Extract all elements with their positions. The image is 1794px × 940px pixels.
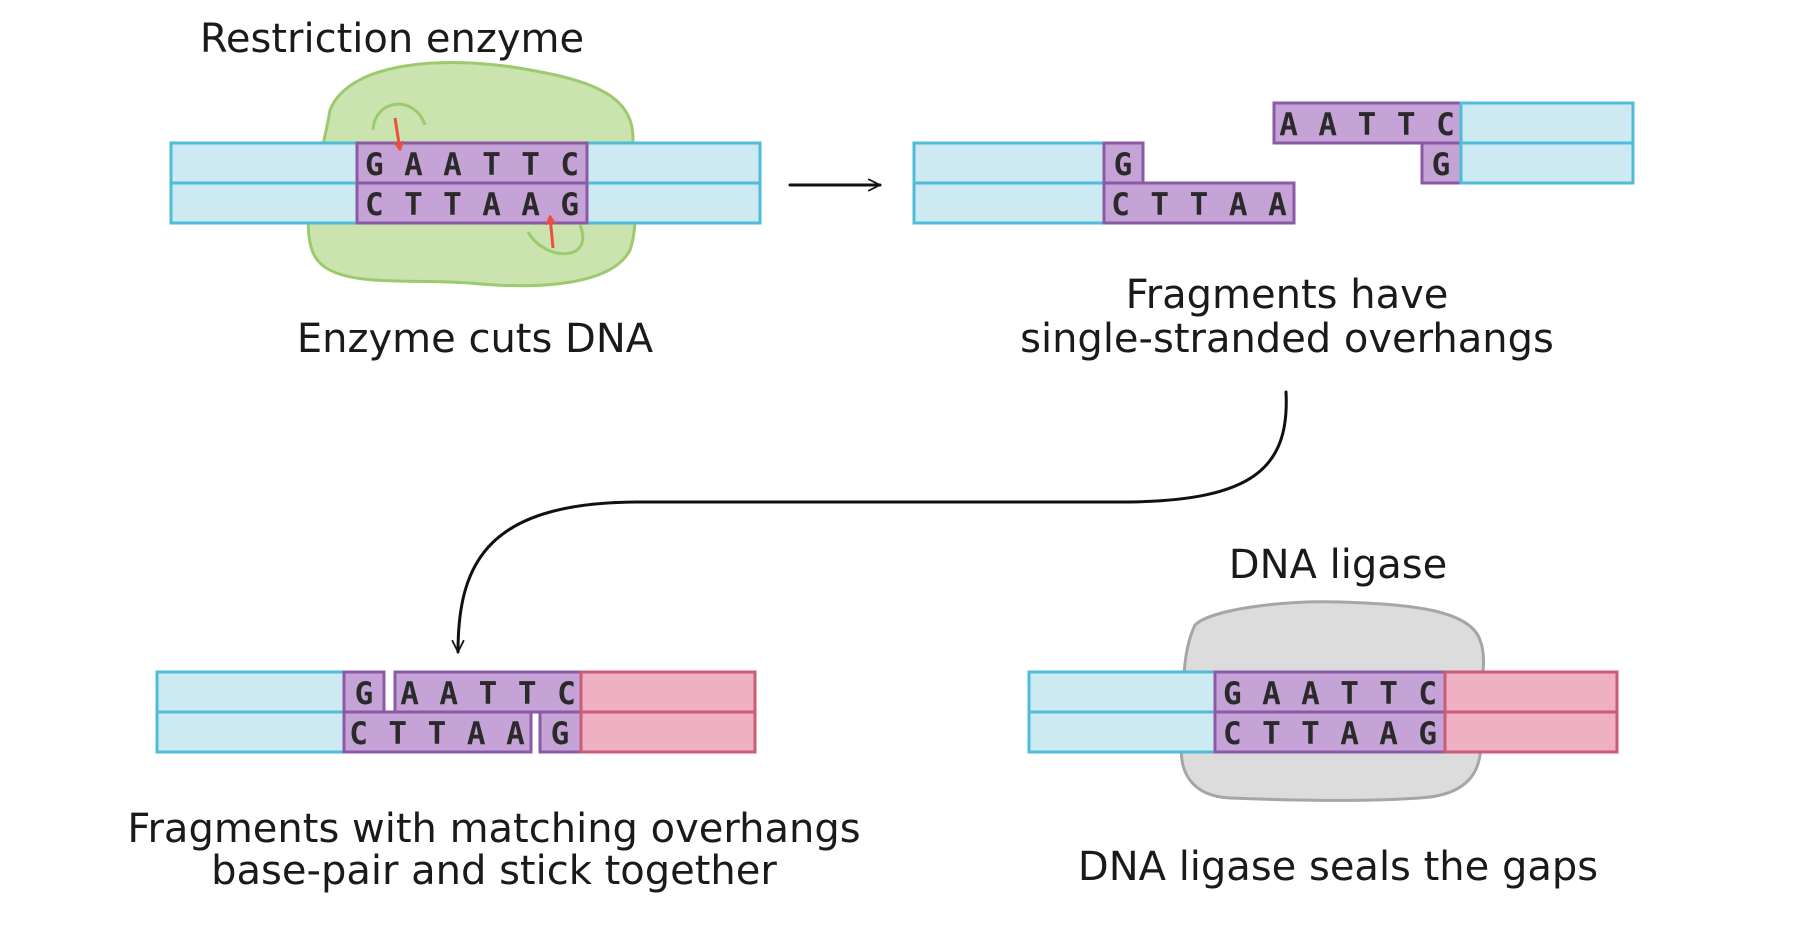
right-fragment-top-strand — [1459, 101, 1635, 145]
panel-fragments: G CTTAA AATTC G Fragments have single-st… — [912, 101, 1635, 362]
pairing-bottom-right-base: G — [551, 716, 570, 752]
fragments-caption-line1: Fragments have — [1126, 272, 1449, 318]
left-overhang-top-box — [1102, 141, 1145, 185]
ligated-site-bottom-box — [1213, 710, 1447, 754]
left-overhang-bottom-box — [1102, 181, 1296, 225]
left-fragment-top-strand — [912, 141, 1106, 185]
ligated-blue-top-strand — [1027, 670, 1217, 714]
enzyme-cuts-caption: Enzyme cuts DNA — [297, 316, 654, 362]
right-overhang-bottom-box — [1420, 141, 1463, 185]
left-fragment-bottom-strand — [912, 181, 1106, 225]
dna-strand-bottom-right — [585, 181, 762, 225]
right-fragment-bottom-strand — [1459, 141, 1635, 185]
recognition-site-top — [355, 141, 589, 185]
pairing-bottom-left-box — [342, 710, 533, 754]
dna-ligase-title: DNA ligase — [1229, 542, 1447, 588]
blue-fragment-top-strand — [155, 670, 346, 714]
cut-arrow-top — [393, 117, 404, 151]
enzyme-loop-bottom — [526, 224, 585, 256]
ligase-caption: DNA ligase seals the gaps — [1078, 844, 1598, 890]
pairing-caption-line2: base-pair and stick together — [211, 848, 777, 894]
dna-strand-bottom-left — [169, 181, 359, 225]
pink-fragment-bottom-strand — [579, 710, 757, 754]
blue-fragment-bottom-strand — [155, 710, 346, 754]
panel-dna-ligase: DNA ligase GAATTC CTTAAG DNA ligase seal… — [1027, 542, 1619, 890]
dna-strand-top-right — [585, 141, 762, 185]
left-fragment-top-base: G — [1114, 147, 1133, 183]
ligated-pink-top-strand — [1443, 670, 1619, 714]
enzyme-loop-top — [371, 102, 427, 131]
panel-base-pairing: G AATTC CTTAA G Fragments with matching … — [127, 670, 861, 894]
pairing-top-left-base: G — [355, 676, 374, 712]
restriction-enzyme-title: Restriction enzyme — [200, 16, 584, 62]
dna-strand-top-left — [169, 141, 359, 185]
right-fragment-bottom-base: G — [1432, 147, 1451, 183]
ligated-pink-bottom-strand — [1443, 710, 1619, 754]
step-arrow-curved — [451, 390, 1288, 654]
ligated-blue-bottom-strand — [1027, 710, 1217, 754]
pink-fragment-top-strand — [579, 670, 757, 714]
ligated-site-top-box — [1213, 670, 1447, 714]
recognition-site-bottom — [355, 181, 589, 225]
panel-enzyme-cut: Restriction enzyme GAATTC CTTAAG Enzyme … — [169, 16, 762, 362]
cut-arrow-bottom — [545, 215, 556, 249]
fragments-caption-line2: single-stranded overhangs — [1020, 316, 1554, 362]
pairing-caption-line1: Fragments with matching overhangs — [127, 806, 860, 852]
